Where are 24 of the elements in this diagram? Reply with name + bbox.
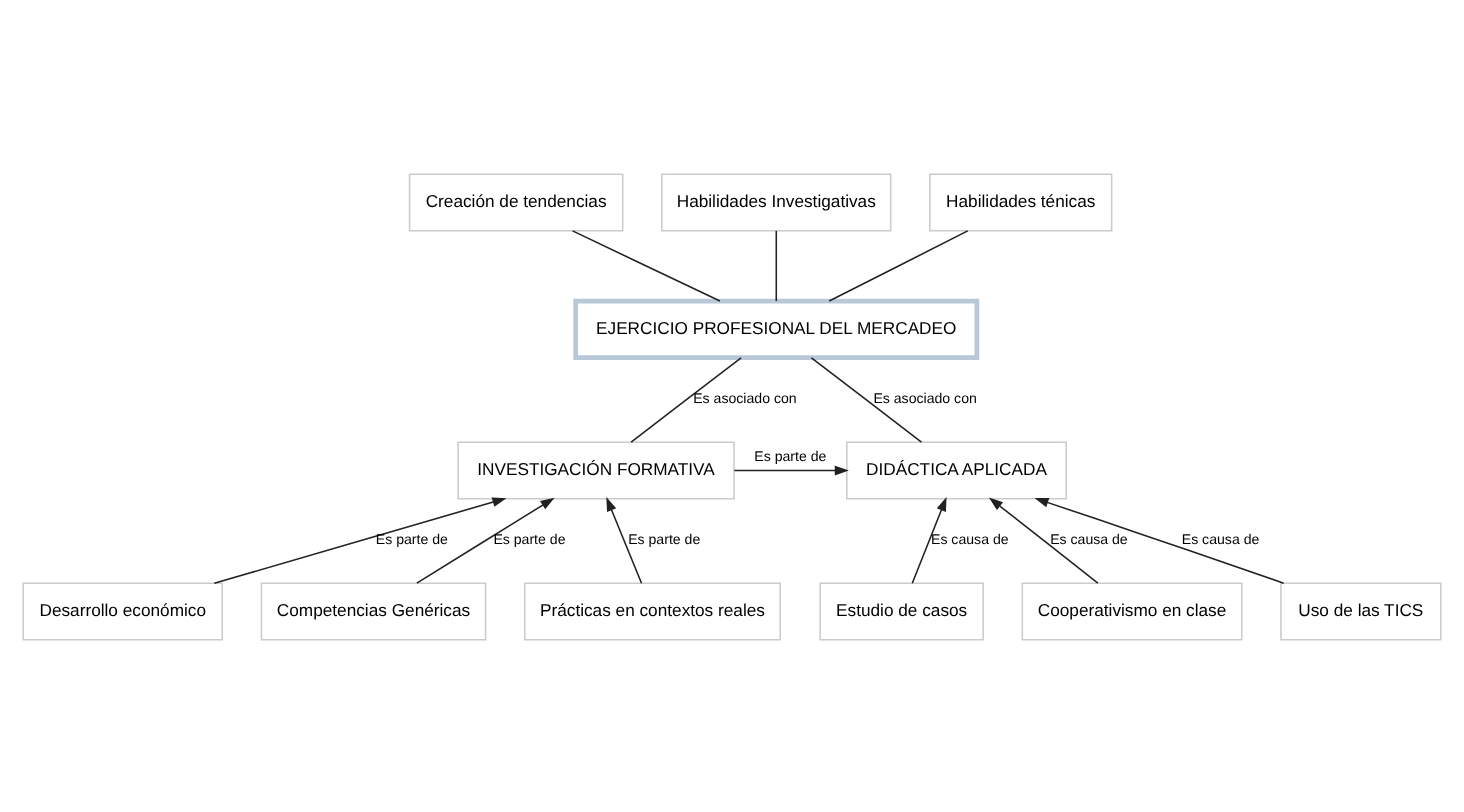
arrow [1034, 496, 1285, 583]
node-box: Creación de tendencias [408, 172, 624, 231]
node-box: EJERCICIO PROFESIONAL DEL MERCADEO [573, 297, 980, 359]
arrow [988, 496, 1099, 583]
connector [630, 356, 742, 442]
node-box: Habilidades ténicas [929, 172, 1113, 231]
arrow [911, 496, 947, 583]
node-box: Cooperativismo en clase [1021, 581, 1243, 640]
node-box: Estudio de casos [819, 581, 984, 640]
node-box: Habilidades Investigativas [661, 172, 892, 231]
node-box: Competencias Genéricas [260, 581, 487, 640]
node-box: INVESTIGACIÓN FORMATIVA [457, 440, 735, 499]
arrow [213, 496, 507, 584]
node-box: Uso de las TICS [1280, 581, 1442, 640]
node-box: Desarrollo económico [22, 581, 224, 640]
node-box: DIDÁCTICA APLICADA [846, 440, 1067, 499]
arrow [416, 496, 555, 583]
arrow [606, 496, 643, 583]
connector [828, 229, 969, 301]
connector [775, 229, 778, 301]
connector [571, 229, 721, 301]
arrow [733, 464, 849, 475]
node-box: Prácticas en contextos reales [523, 581, 781, 640]
connector [810, 356, 923, 442]
